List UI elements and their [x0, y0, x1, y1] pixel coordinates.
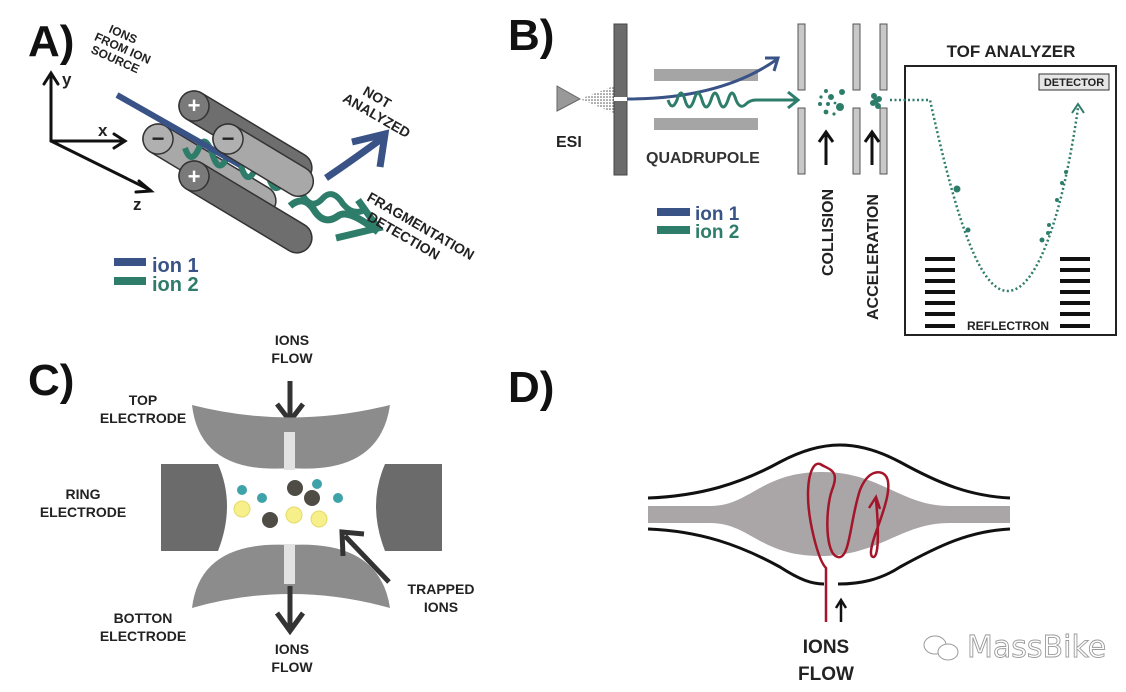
ion-source-label: IONS FROM ION SOURCE: [89, 22, 153, 76]
panel-a-legend: ion 1 ion 2: [114, 255, 199, 296]
collision-plate-top: [797, 23, 806, 91]
panel-b: B) ESI QUADRUPOLE: [508, 11, 1117, 336]
tof-flight-path: [890, 98, 1080, 293]
bottom-electrode-label-1: BOTTON: [114, 610, 173, 626]
axis-y-label: y: [62, 70, 72, 89]
ions-flow-top-label-1: IONS: [275, 332, 309, 348]
legend-ion1-swatch: [114, 258, 146, 266]
watermark: MassBike: [923, 630, 1107, 665]
orbit-arrowhead: [867, 494, 882, 510]
panel-a-letter: A): [28, 17, 74, 66]
rod-sign-plus-top: +: [188, 93, 201, 118]
esi-needle-icon: [556, 85, 582, 112]
quadrupole-label: QUADRUPOLE: [646, 150, 760, 167]
tof-ions: [953, 170, 1068, 243]
panel-c-letter: C): [28, 356, 74, 405]
outer-electrode-top: [647, 443, 1011, 500]
ring-electrode-right: [376, 464, 442, 551]
acceleration-plate-2-top: [879, 23, 888, 91]
ion1-path-b: [626, 56, 781, 101]
collision-plate-bottom: [797, 107, 806, 175]
top-electrode-label-2: ELECTRODE: [100, 410, 186, 426]
legend-ion2-label: ion 2: [152, 274, 199, 296]
tof-analyzer-box: [904, 65, 1117, 336]
legend-b-ion1-swatch: [657, 208, 690, 216]
acceleration-plate-2-bottom: [879, 107, 888, 175]
collision-fragments: [818, 89, 845, 116]
collision-label: COLLISION: [820, 189, 837, 276]
bottom-electrode-label-2: ELECTRODE: [100, 628, 186, 644]
ring-electrode-label-2: ELECTRODE: [40, 504, 126, 520]
rod-sign-plus-bottom: +: [188, 164, 201, 189]
tof-title: TOF ANALYZER: [947, 42, 1076, 61]
legend-b-ion2-swatch: [657, 226, 690, 234]
quadrupole-rods: + − − +: [115, 90, 367, 254]
legend-b-ion2-label: ion 2: [695, 222, 739, 243]
trapped-ions-arrow: [339, 529, 391, 584]
inner-spindle-electrode: [648, 471, 1010, 556]
reflectron-label: REFLECTRON: [967, 319, 1049, 333]
acceleration-plate-1-top: [852, 23, 861, 91]
esi-spray: [580, 86, 614, 113]
outer-electrode-bottom-right: [837, 527, 1011, 586]
trapped-ions-label-2: IONS: [424, 599, 458, 615]
ion1-path: [115, 92, 242, 168]
detector-box: [1038, 73, 1110, 91]
not-analyzed-label: NOT ANALYZED: [340, 83, 413, 141]
orbiting-ion-trajectory: [806, 462, 890, 622]
acceleration-plate-1-bottom: [852, 107, 861, 175]
ions-flow-bottom-label-2: FLOW: [271, 659, 313, 675]
panel-c: C) IONS FLOW TOP ELECTRODE RING ELECTROD…: [28, 332, 474, 675]
legend-ion1-label: ion 1: [152, 255, 199, 277]
ions-flow-top-label-2: FLOW: [271, 350, 313, 366]
ions-flow-up-arrow: [834, 597, 848, 622]
rod-sign-minus-left: −: [152, 126, 165, 151]
panel-b-letter: B): [508, 11, 554, 60]
detector-arrowhead: [1071, 102, 1085, 114]
accelerated-ions: [870, 93, 882, 109]
d-ions-flow-label-2: FLOW: [798, 664, 854, 685]
esi-label: ESI: [556, 134, 582, 151]
trapped-ions: [233, 479, 343, 528]
panel-d-letter: D): [508, 363, 554, 412]
outer-electrode-bottom-left: [647, 527, 825, 586]
wechat-icon: [923, 635, 959, 661]
top-electrode-label-1: TOP: [129, 392, 158, 408]
collision-up-arrow: [817, 129, 835, 165]
axis-z-label: z: [133, 195, 142, 214]
panel-a: A) y x z IONS FROM ION SOURCE: [28, 17, 477, 296]
quadrupole-bar-top: [654, 69, 758, 81]
reflectron-plates-right: [1060, 257, 1090, 328]
acceleration-label: ACCELERATION: [865, 194, 882, 320]
ring-electrode-left: [161, 464, 227, 551]
fragmentation-arrow: [287, 197, 384, 242]
d-ions-flow-label-1: IONS: [803, 637, 849, 658]
ion2-path-b: [666, 90, 801, 110]
rod-sign-minus-right: −: [222, 126, 235, 151]
acceleration-up-arrow: [863, 129, 881, 165]
panel-b-legend: ion 1 ion 2: [657, 204, 740, 243]
legend-b-ion1-label: ion 1: [695, 204, 740, 225]
ions-flow-in-arrow: [275, 381, 305, 426]
ions-flow-bottom-label-1: IONS: [275, 641, 309, 657]
ions-flow-out-arrow: [274, 586, 306, 636]
watermark-text: MassBike: [967, 630, 1106, 665]
trapped-ions-label-1: TRAPPED: [408, 581, 475, 597]
axes-icon: [42, 70, 155, 194]
detector-label: DETECTOR: [1044, 77, 1104, 89]
quadrupole-bar-bottom: [654, 118, 758, 130]
panel-d: D) IONS FLOW: [508, 363, 1011, 685]
ring-electrode-label-1: RING: [66, 486, 101, 502]
reflectron-plates-left: [925, 257, 955, 328]
axis-x-label: x: [98, 121, 108, 140]
not-analyzed-arrow: [324, 129, 390, 181]
legend-ion2-swatch: [114, 277, 146, 285]
